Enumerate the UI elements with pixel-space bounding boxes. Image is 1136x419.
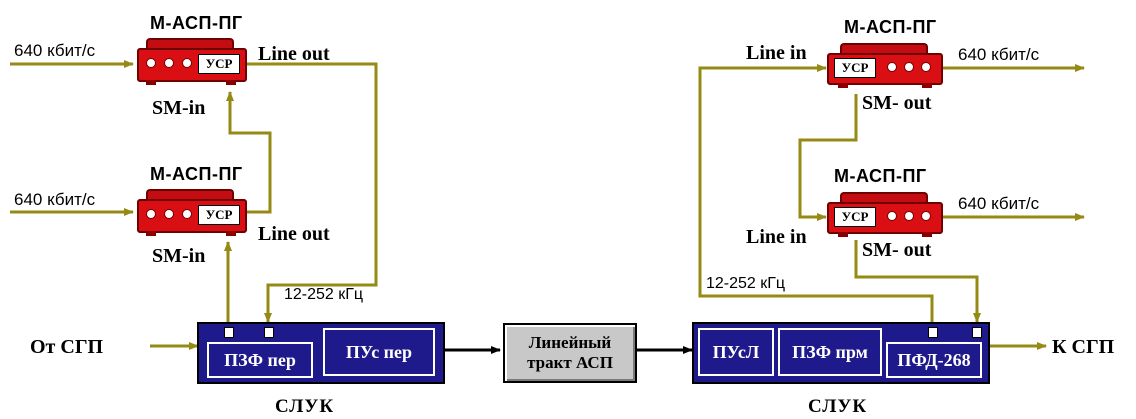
sluk-port: [224, 327, 234, 338]
wire-chain-right: [798, 94, 858, 221]
linear-tract-block: Линейный тракт АСП: [503, 323, 637, 383]
input-rate-label: 640 кбит/с: [14, 190, 96, 209]
usr-port: УСР: [198, 54, 240, 74]
device-title: М-АСП-ПГ: [150, 164, 243, 184]
sluk-block-left: ПЗФ пер ПУс пер: [197, 322, 445, 384]
sm-out-label: SM- out: [862, 239, 932, 261]
sluk-port: [928, 327, 938, 338]
wire-chain-left: [226, 91, 272, 214]
line-out-label: Line out: [258, 223, 330, 245]
led-indicator: [146, 58, 156, 68]
sluk-caption: СЛУК: [808, 396, 868, 417]
led-indicator: [182, 58, 192, 68]
wire-band-right: [698, 64, 934, 325]
led-indicator: [887, 62, 897, 72]
pzf-prm-cell: ПЗФ прм: [778, 328, 882, 376]
input-sgp-label: От СГП: [30, 336, 104, 358]
tract-line1: Линейный: [528, 333, 612, 352]
sluk-caption: СЛУК: [275, 396, 335, 417]
led-indicator: [921, 62, 931, 72]
sluk-port: [972, 327, 982, 338]
output-sgp-label: К СГП: [1052, 336, 1115, 358]
input-rate-label: 640 кбит/с: [14, 41, 96, 60]
led-indicator: [182, 209, 192, 219]
pusl-cell: ПУсЛ: [698, 328, 774, 376]
sm-out-label: SM- out: [862, 92, 932, 114]
line-in-label: Line in: [746, 226, 807, 248]
sm-in-label: SM-in: [152, 245, 206, 267]
tract-line2: тракт АСП: [527, 353, 613, 372]
led-indicator: [904, 211, 914, 221]
line-out-label: Line out: [258, 43, 330, 65]
wire-smout-right: [854, 240, 981, 323]
band-label: 12-252 кГц: [284, 286, 364, 303]
output-rate-label: 640 кбит/с: [958, 45, 1040, 64]
device-title: М-АСП-ПГ: [834, 166, 927, 186]
led-indicator: [164, 209, 174, 219]
pzf-cell: ПЗФ пер: [207, 342, 313, 378]
band-label: 12-252 кГц: [706, 275, 786, 292]
led-indicator: [904, 62, 914, 72]
pus-cell: ПУс пер: [323, 328, 435, 376]
device-title: М-АСП-ПГ: [150, 13, 243, 33]
usr-port: УСР: [834, 58, 876, 78]
sluk-block-right: ПУсЛ ПЗФ прм ПФД-268: [692, 322, 990, 384]
pfd-cell: ПФД-268: [886, 342, 982, 378]
output-rate-label: 640 кбит/с: [958, 194, 1040, 213]
usr-port: УСР: [198, 205, 240, 225]
sluk-port: [264, 327, 274, 338]
usr-port: УСР: [834, 207, 876, 227]
led-indicator: [146, 209, 156, 219]
led-indicator: [921, 211, 931, 221]
sm-in-label: SM-in: [152, 97, 206, 119]
led-indicator: [164, 58, 174, 68]
device-title: М-АСП-ПГ: [844, 17, 937, 37]
wire-lineout-to-pzf: [247, 62, 378, 323]
led-indicator: [887, 211, 897, 221]
line-in-label: Line in: [746, 42, 807, 64]
